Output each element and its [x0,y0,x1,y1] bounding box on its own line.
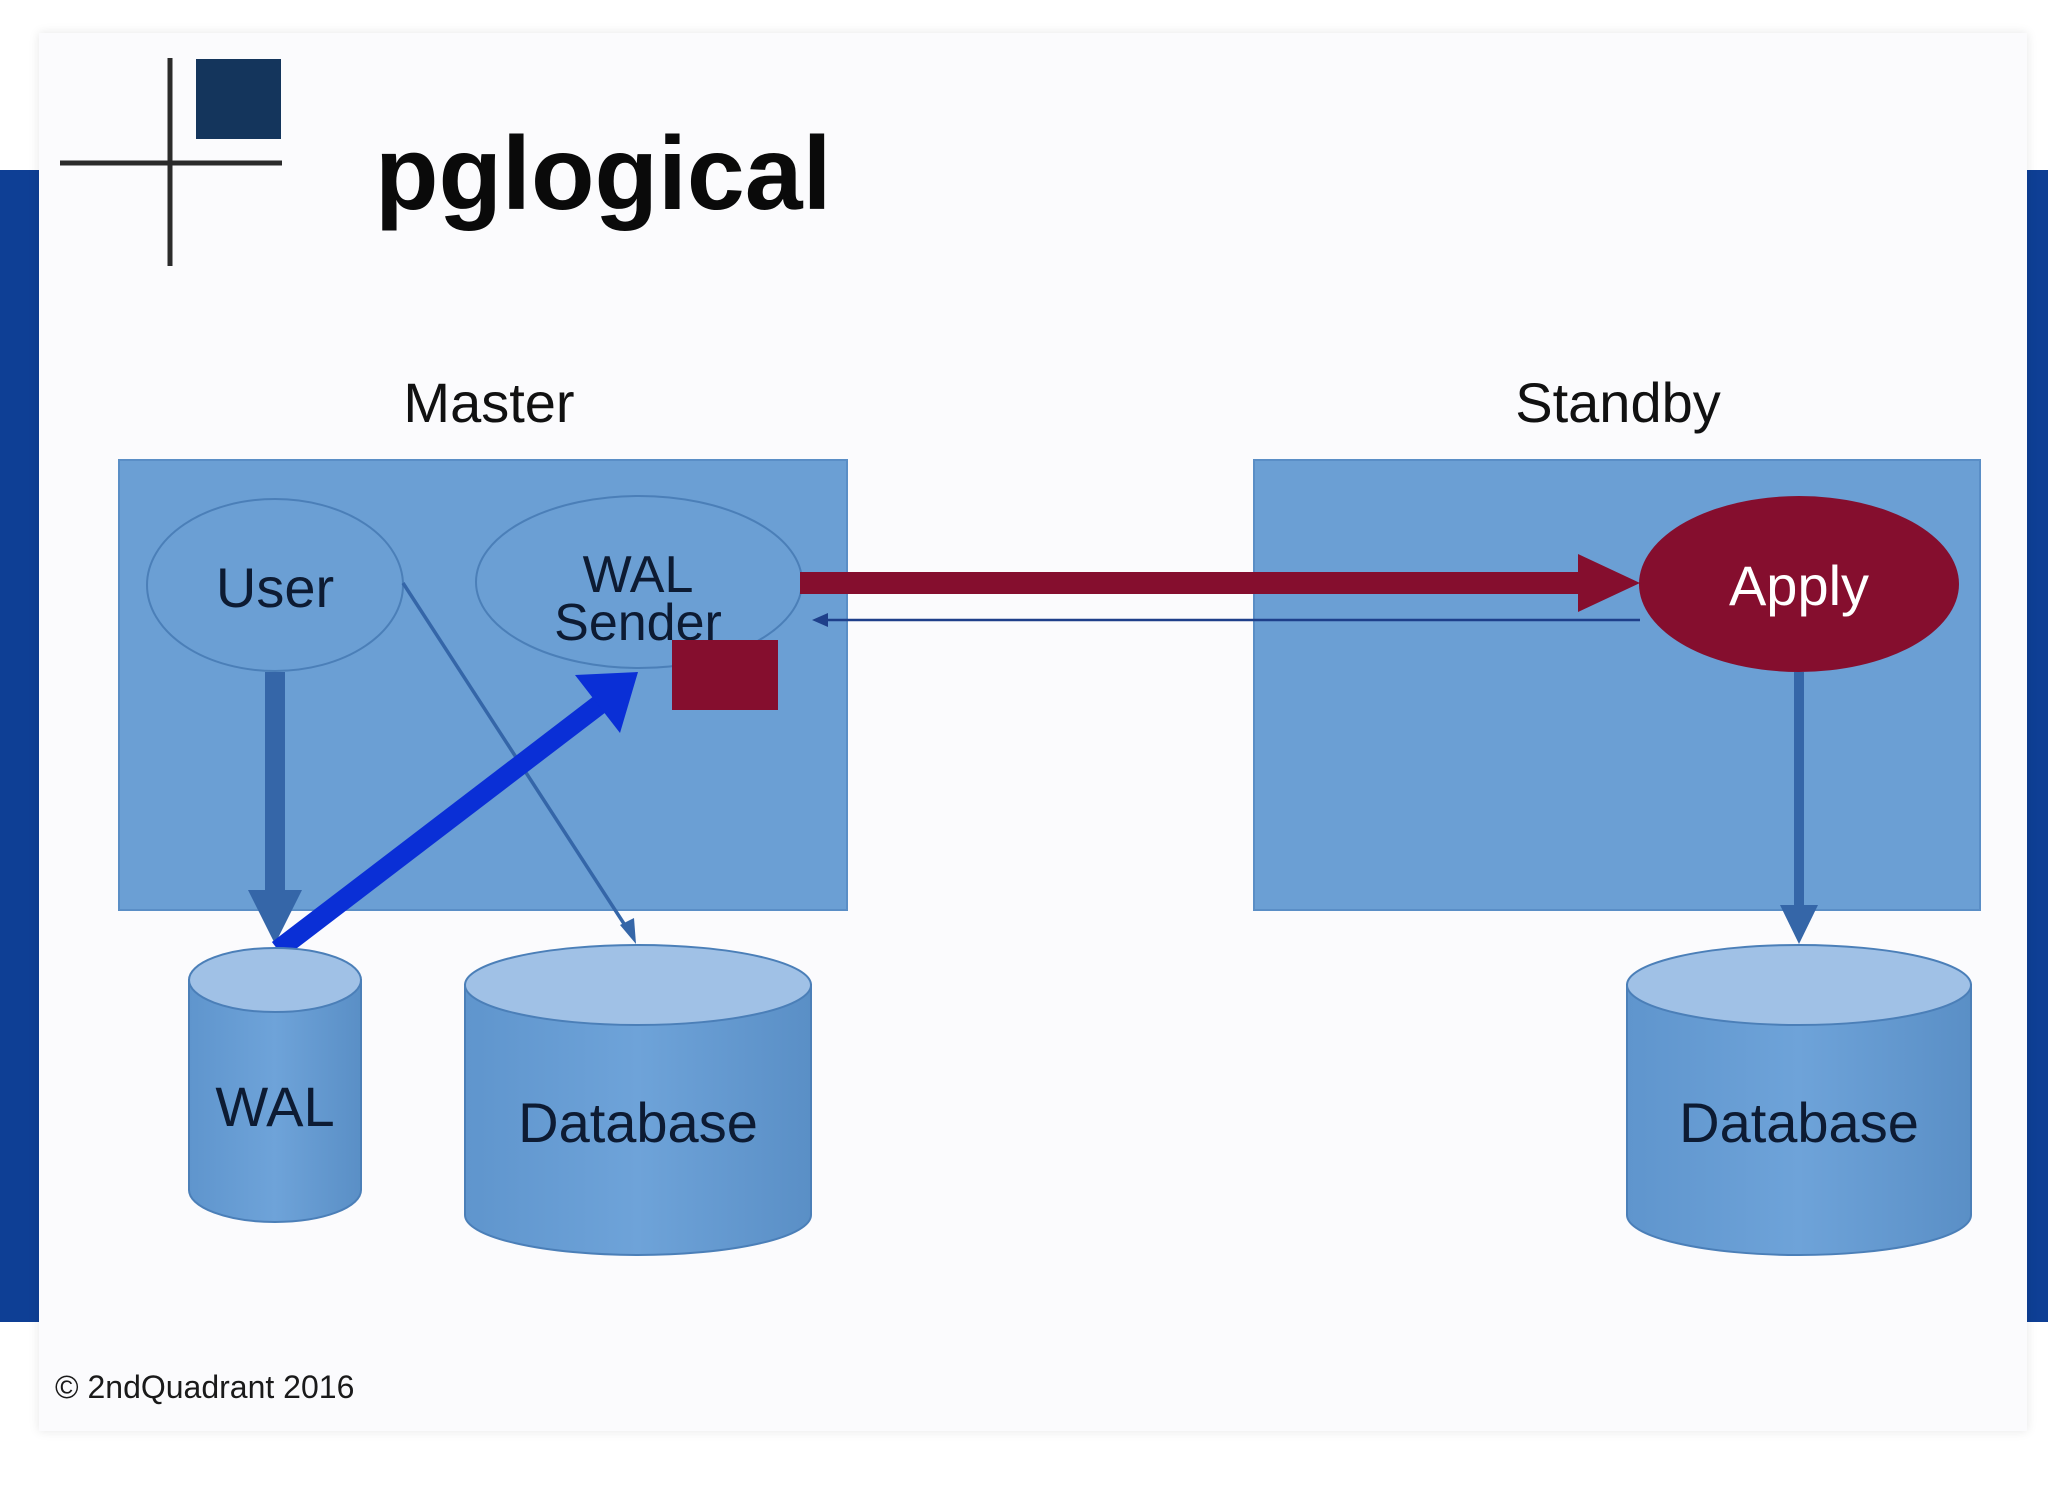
feedback-arrow [812,613,1640,627]
replication-arrow [800,554,1640,612]
apply-node-label: Apply [1729,554,1869,617]
wal-sender-label-line1: WAL [583,546,694,604]
logo-square [196,59,281,139]
standby-database-cylinder: Database [1626,944,1972,1256]
apply-node [1639,496,1959,672]
master-database-label: Database [518,1091,758,1154]
copyright-footer: © 2ndQuadrant 2016 [55,1369,354,1405]
wal-to-wal-sender-arrow [271,672,638,958]
master-label: Master [403,371,574,434]
user-node-label: User [216,556,334,619]
standby-label: Standby [1515,371,1721,434]
page-title: pglogical [375,116,831,232]
output-plugin-block [672,640,778,710]
master-database-cylinder: Database [464,944,812,1256]
standby-database-label: Database [1679,1091,1919,1154]
apply-to-database-arrow [1780,672,1818,944]
wal-storage-cylinder: WAL [188,947,362,1223]
logo [60,58,282,266]
wal-storage-label: WAL [215,1075,334,1138]
user-to-wal-arrow [248,672,302,944]
